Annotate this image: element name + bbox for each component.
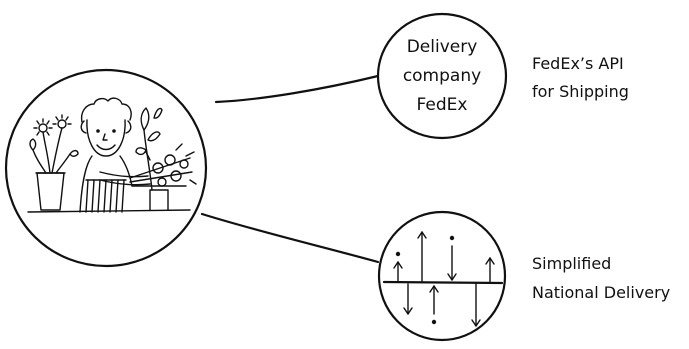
national-delivery-label-line-1: Simplified (532, 254, 611, 273)
florist-node (4, 68, 208, 268)
connector-florist-to-national (200, 212, 380, 264)
fedex-circle-line-2: company (403, 66, 481, 86)
florist-icon (27, 97, 197, 213)
connector-florist-to-fedex (214, 74, 380, 104)
national-delivery-node (377, 210, 507, 342)
national-delivery-circle (377, 210, 507, 342)
national-delivery-label-line-2: National Delivery (532, 283, 670, 302)
fedex-api-label-line-1: FedEx’s API (532, 54, 624, 73)
florist-circle (4, 68, 208, 268)
fedex-circle-line-1: Delivery (407, 37, 478, 57)
fedex-circle-line-3: FedEx (417, 95, 468, 115)
fedex-api-label-line-2: for Shipping (532, 82, 629, 101)
up-down-arrows-timeline-icon (382, 231, 504, 327)
fedex-node: Delivery company FedEx (376, 12, 508, 140)
fedex-circle (376, 12, 508, 140)
